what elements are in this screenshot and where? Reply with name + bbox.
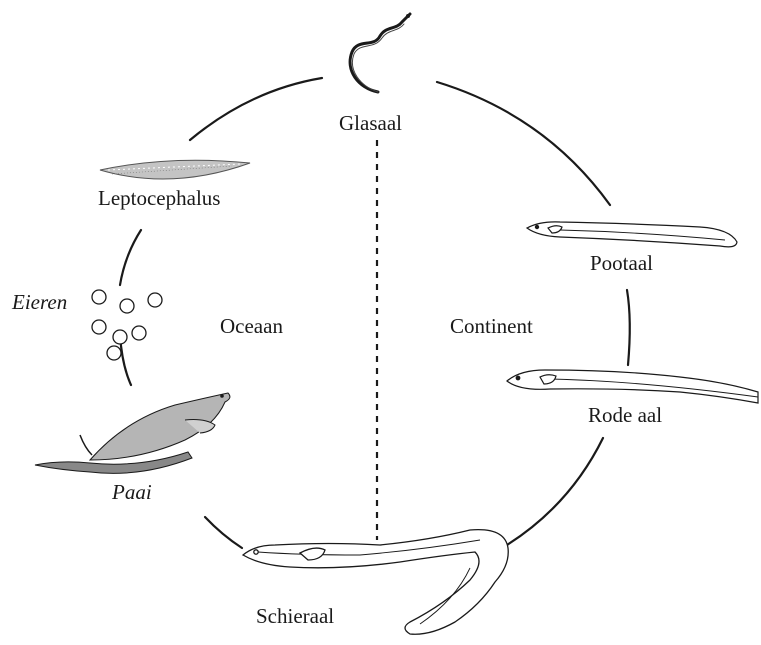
glass-eel-icon: [350, 14, 410, 92]
label-continent: Continent: [450, 316, 533, 337]
cycle-arc-bottom-left: [205, 517, 242, 548]
label-eieren: Eieren: [12, 292, 67, 313]
cycle-arcs: [120, 78, 630, 548]
cycle-arc-right-lower: [507, 438, 603, 545]
leptocephalus-larva-icon: [100, 160, 250, 179]
label-paai: Paai: [112, 482, 152, 503]
label-pootaal: Pootaal: [590, 253, 653, 274]
label-glasaal: Glasaal: [339, 113, 402, 134]
cycle-arc-top-right: [437, 82, 610, 205]
spawning-eels-icon: [35, 393, 230, 473]
label-leptocephalus: Leptocephalus: [98, 188, 220, 209]
label-rode-aal: Rode aal: [588, 405, 662, 426]
cycle-arc-top-left: [190, 78, 322, 140]
yellow-eel-icon: [507, 370, 758, 403]
eggs-icon: [92, 290, 162, 360]
label-schieraal: Schieraal: [256, 606, 334, 627]
cycle-arc-left-upper: [120, 230, 141, 285]
cycle-arc-right-mid: [627, 290, 630, 365]
elver-icon: [527, 222, 737, 247]
label-oceaan: Oceaan: [220, 316, 283, 337]
